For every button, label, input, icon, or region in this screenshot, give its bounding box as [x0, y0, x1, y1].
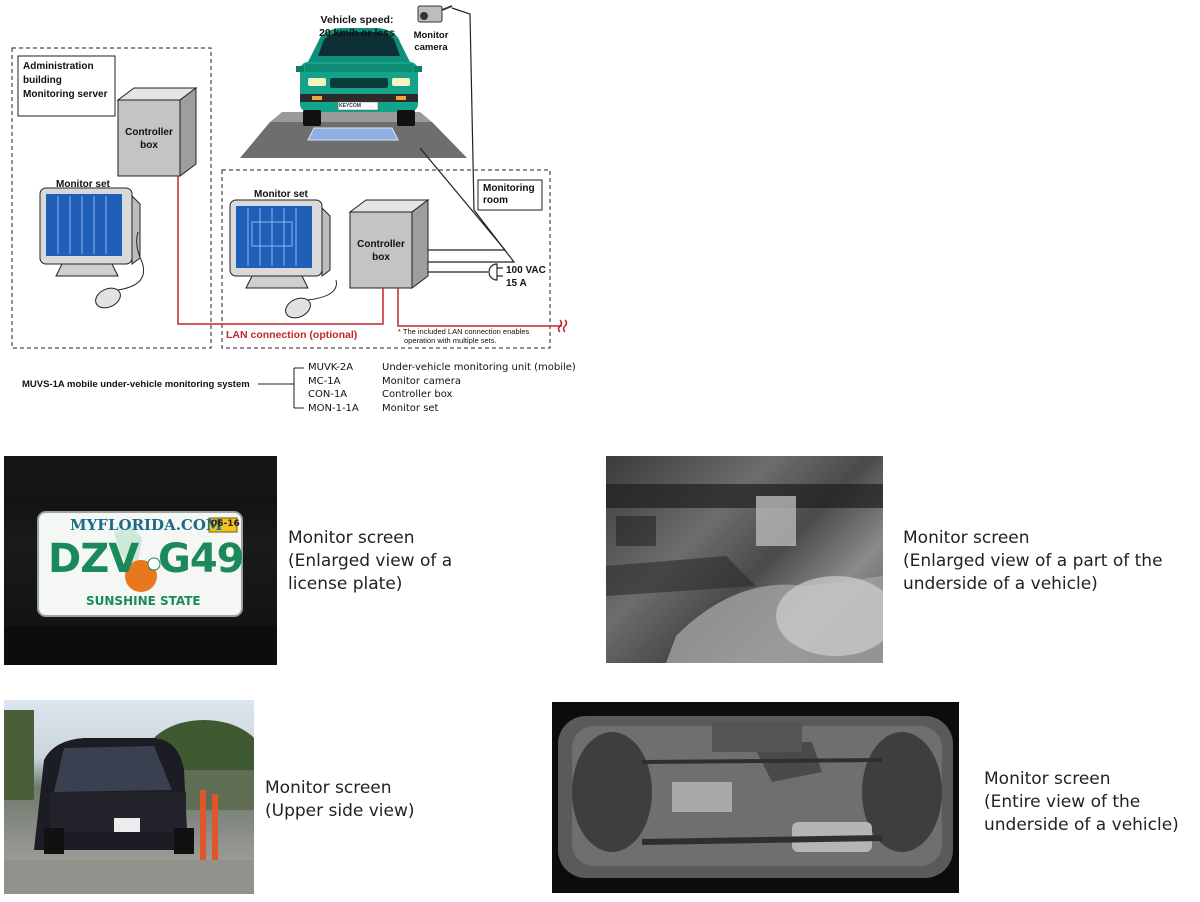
- caption-line: (Entire view of the: [984, 792, 1141, 812]
- controller-right-line2: box: [372, 252, 390, 263]
- admin-line3: Monitoring server: [23, 89, 108, 100]
- controller-box-right-illustration: [348, 199, 430, 289]
- monitor-camera-illustration: [417, 5, 453, 23]
- controller-box-left-illustration: [116, 87, 198, 177]
- license-plate-photo: MYFLORIDA.COM 06-16 DZV G49 SUNSHINE STA…: [4, 456, 277, 665]
- power-label: 100 VAC 15 A: [506, 264, 546, 290]
- admin-area-border: [11, 47, 212, 349]
- caption-line: underside of a vehicle): [984, 815, 1179, 835]
- plate-bottom-text: SUNSHINE STATE: [86, 594, 201, 608]
- component-code: MC-1A: [308, 375, 341, 387]
- caption-line: underside of a vehicle): [903, 574, 1098, 594]
- underside-part-graphic: [606, 484, 883, 663]
- component-desc: Monitor camera: [382, 375, 461, 387]
- lan-note: * The included LAN connection enables op…: [398, 327, 529, 345]
- underside-entire-graphic: [558, 716, 953, 878]
- caption-underside-part: Monitor screen (Enlarged view of a part …: [903, 527, 1163, 596]
- plate-left-chars: DZV: [48, 536, 139, 582]
- caption-line: Monitor screen: [288, 528, 415, 548]
- car-illustration: [296, 28, 422, 126]
- caption-line: (Upper side view): [265, 801, 415, 821]
- component-bracket: [258, 367, 304, 409]
- component-desc: Controller box: [382, 389, 453, 400]
- lan-connection-label: LAN connection (optional): [226, 329, 358, 341]
- caption-line: license plate): [288, 574, 403, 594]
- monitoring-room-line2: room: [483, 195, 508, 206]
- upper-side-graphic: [4, 710, 254, 894]
- system-name: MUVS-1A mobile under-vehicle monitoring …: [22, 379, 250, 390]
- monitor-set-right-label: Monitor set: [254, 189, 308, 200]
- cables: [419, 7, 516, 273]
- vehicle-speed-line2: 20 km/h or less: [319, 27, 395, 39]
- caption-underside-entire: Monitor screen (Entire view of the under…: [984, 768, 1179, 837]
- component-descriptions: Under-vehicle monitoring unit (mobile) M…: [382, 361, 576, 415]
- license-plate-graphic: [4, 456, 277, 665]
- lan-note-line2: operation with multiple sets.: [404, 336, 497, 345]
- caption-line: Monitor screen: [265, 778, 392, 798]
- controller-left-line1: Controller: [125, 127, 173, 138]
- monitor-right-illustration: [229, 199, 337, 319]
- controller-right-line1: Controller: [357, 239, 405, 250]
- controller-box-right-label: Controller box: [350, 238, 412, 264]
- vehicle-speed-line1: Vehicle speed:: [320, 14, 394, 26]
- admin-line2: building: [23, 75, 62, 86]
- lan-note-line1: * The included LAN connection enables: [398, 327, 530, 336]
- upper-side-photo: [4, 700, 254, 894]
- plate-top-text: MYFLORIDA.COM: [70, 516, 223, 534]
- monitor-camera-line1: Monitor: [413, 30, 449, 41]
- caption-license-plate: Monitor screen (Enlarged view of a licen…: [288, 527, 452, 596]
- component-desc: Monitor set: [382, 402, 439, 414]
- controller-left-line2: box: [140, 140, 158, 151]
- component-desc: Under-vehicle monitoring unit (mobile): [382, 362, 576, 373]
- caption-upper-side: Monitor screen (Upper side view): [265, 777, 415, 823]
- power-voltage: 100 VAC: [506, 265, 546, 276]
- monitoring-room-label-box: [477, 179, 543, 211]
- power-plug-icon: [488, 263, 503, 281]
- admin-line1: Administration: [23, 61, 94, 72]
- admin-building-label: Administration building Monitoring serve…: [23, 60, 107, 102]
- plate-sticker: 06-16: [211, 519, 240, 529]
- component-code: CON-1A: [308, 389, 348, 400]
- power-current: 15 A: [506, 278, 527, 289]
- car-plate-text: KEYCOM: [339, 103, 361, 109]
- monitoring-room-label: Monitoring room: [483, 183, 535, 207]
- monitor-left-illustration: [39, 187, 144, 309]
- controller-box-left-label: Controller box: [118, 126, 180, 152]
- lan-connection-lines: [177, 176, 568, 333]
- vehicle-speed-label: Vehicle speed: 20 km/h or less: [312, 14, 402, 40]
- caption-line: Monitor screen: [984, 769, 1111, 789]
- underside-part-photo: [606, 456, 883, 663]
- caption-line: Monitor screen: [903, 528, 1030, 548]
- component-code: MUVK-2A: [308, 362, 354, 373]
- component-codes: MUVK-2A MC-1A CON-1A MON-1-1A: [308, 361, 359, 415]
- component-code: MON-1-1A: [308, 402, 359, 414]
- monitoring-room-line1: Monitoring: [483, 183, 535, 194]
- monitor-set-left-label: Monitor set: [56, 179, 110, 190]
- monitor-camera-line2: camera: [414, 42, 448, 53]
- underside-entire-photo: [552, 702, 959, 893]
- monitor-camera-label: Monitor camera: [404, 30, 458, 54]
- monitoring-room-area-border: [221, 169, 551, 349]
- caption-line: (Enlarged view of a: [288, 551, 453, 571]
- system-diagram: [11, 5, 568, 409]
- caption-line: (Enlarged view of a part of the: [903, 551, 1163, 571]
- road-ramp: [240, 112, 467, 158]
- admin-label-box: [17, 55, 116, 117]
- plate-right-chars: G49: [158, 536, 244, 582]
